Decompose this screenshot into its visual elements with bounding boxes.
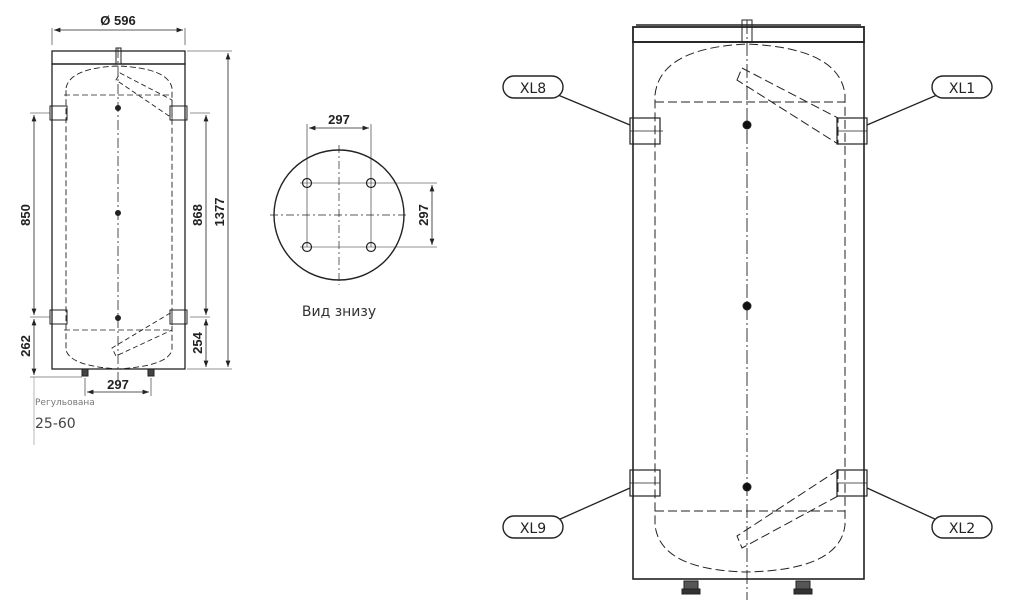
tank-top-cap (51, 50, 186, 65)
adjustable-note: Регульована (35, 398, 95, 408)
callout-xl9: XL9 (502, 515, 564, 539)
adjustable-range: 25-60 (35, 416, 76, 432)
dimension-254: 254 (190, 331, 205, 353)
connections-drawing (557, 19, 938, 600)
port-xl1 (836, 117, 868, 145)
callout-label: XL9 (520, 521, 546, 537)
bottom-dimension-vertical: 297 (416, 204, 431, 226)
dimension-262: 262 (18, 335, 33, 357)
port-xl2 (836, 469, 868, 497)
dimension-868: 868 (190, 204, 205, 226)
bottom-dimension-horizontal: 297 (328, 112, 350, 127)
dimension-feet-297: 297 (107, 377, 129, 392)
callout-xl1: XL1 (931, 75, 993, 99)
front-view-drawing (30, 27, 232, 445)
bottom-view-drawing (270, 124, 437, 285)
dimension-1377: 1377 (212, 198, 227, 227)
dimension-850: 850 (18, 204, 33, 226)
callout-xl2: XL2 (931, 515, 993, 539)
port-xl8 (629, 117, 663, 145)
tank-top-cap (632, 26, 865, 43)
diameter-dimension: Ø 596 (100, 13, 135, 28)
callout-label: XL1 (949, 81, 975, 97)
port-xl9 (629, 469, 661, 497)
bottom-view-caption: Вид знизу (302, 304, 376, 320)
callout-label: XL2 (949, 521, 975, 537)
callout-label: XL8 (520, 81, 546, 97)
callout-xl8: XL8 (502, 75, 564, 99)
